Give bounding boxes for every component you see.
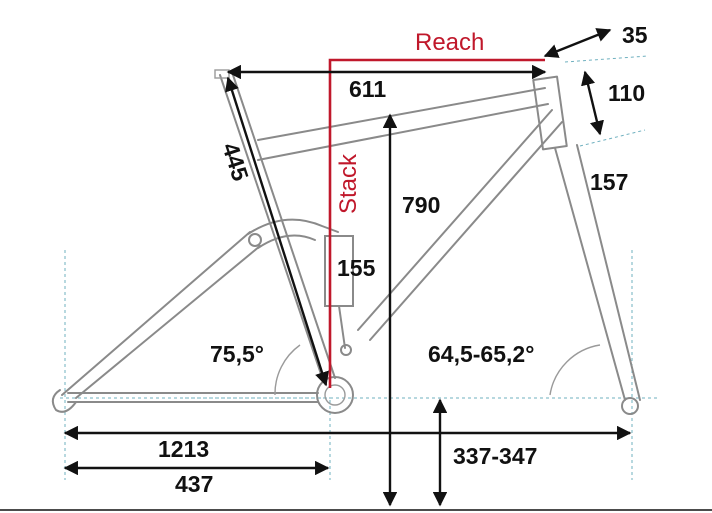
bike-frame <box>51 69 641 415</box>
stack-label: Stack <box>335 153 362 214</box>
wheelbase-label: 1213 <box>158 436 209 462</box>
seat-angle-arc <box>274 344 301 396</box>
head-angle-label: 64,5-65,2° <box>428 341 534 367</box>
top-length-label: 611 <box>349 76 386 102</box>
head-angle-arc <box>549 344 601 396</box>
dimension-arrows <box>63 28 632 507</box>
offset-label: 35 <box>622 22 648 48</box>
head-tube-label: 110 <box>608 80 645 106</box>
shock-label: 155 <box>337 255 376 281</box>
chainstay-label: 437 <box>175 471 213 497</box>
bb-drop-label: 337-347 <box>453 443 537 469</box>
fork-label: 157 <box>590 169 628 195</box>
reach-stack-lines <box>328 58 545 388</box>
reach-label: Reach <box>415 29 484 56</box>
seat-tube-label: 445 <box>217 140 254 185</box>
stack-height-label: 790 <box>402 192 440 218</box>
seat-angle-label: 75,5° <box>210 341 264 367</box>
